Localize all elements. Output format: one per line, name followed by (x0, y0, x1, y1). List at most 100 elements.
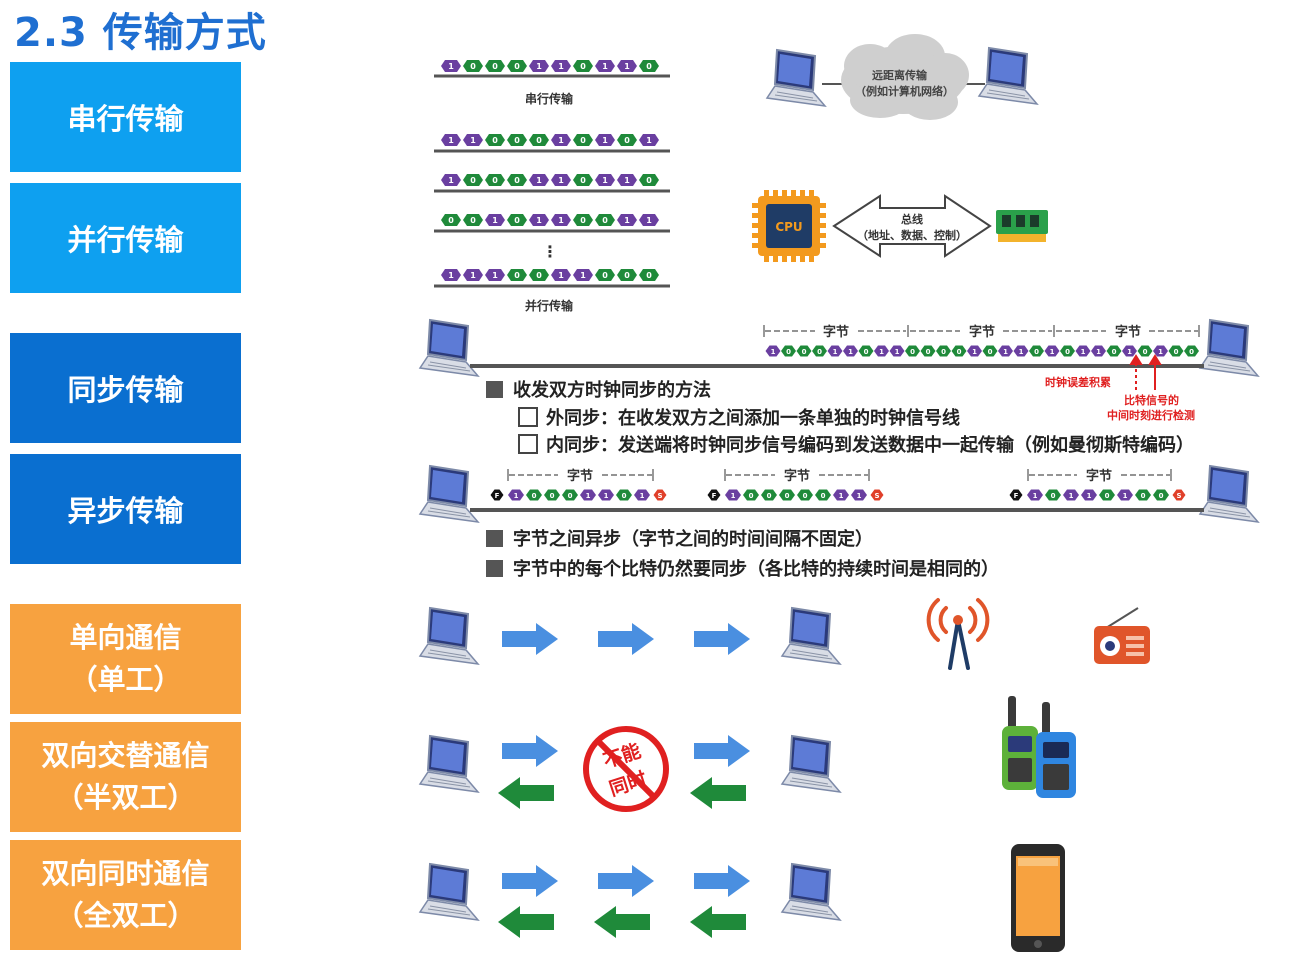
svg-text:0: 0 (602, 271, 608, 280)
check-note-line2: 中间时刻进行检测 (1107, 409, 1195, 422)
svg-text:F: F (712, 492, 717, 500)
sync-option-external: 外同步：在收发双方之间添加一条单独的时钟信号线 (518, 404, 960, 430)
svg-text:1: 1 (833, 348, 838, 356)
sync-heading-text: 收发双方时钟同步的方法 (513, 380, 711, 401)
sidebar-item-full-duplex[interactable]: 双向同时通信（全双工） (10, 840, 241, 950)
bit-cell: 1 (1091, 345, 1106, 357)
svg-text:1: 1 (1033, 492, 1038, 500)
bit-cell: 0 (761, 489, 777, 501)
svg-text:1: 1 (602, 176, 608, 185)
svg-text:1: 1 (879, 348, 884, 356)
bit-cell: 0 (595, 214, 615, 226)
walkie-talkie-icon (1002, 696, 1076, 798)
svg-text:0: 0 (957, 348, 962, 356)
sidebar-item-label: 单向通信 (69, 621, 182, 654)
sidebar-item-label: 异步传输 (67, 494, 184, 528)
bit-cell: 1 (1013, 345, 1029, 357)
check-note-line1: 比特信号的 (1124, 394, 1179, 407)
serial-label: 串行传输 (525, 92, 574, 106)
bit-cell: 1 (617, 174, 637, 186)
bit-cell: 0 (573, 214, 593, 226)
sidebar-item-label: 串行传输 (67, 102, 184, 136)
svg-text:1: 1 (731, 492, 736, 500)
bit-cell: 1 (441, 174, 461, 186)
svg-text:1: 1 (492, 216, 498, 225)
svg-text:1: 1 (586, 492, 591, 500)
bit-cell: 1 (551, 174, 571, 186)
svg-text:1: 1 (558, 216, 564, 225)
sidebar-item-async[interactable]: 异步传输 (10, 454, 241, 564)
bit-cell: 1 (485, 214, 505, 226)
svg-text:1: 1 (646, 216, 652, 225)
sidebar-item-sync[interactable]: 同步传输 (10, 333, 241, 443)
svg-text:0: 0 (514, 176, 520, 185)
bit-cell: 0 (1168, 345, 1184, 357)
svg-text:0: 0 (492, 62, 498, 71)
svg-text:0: 0 (817, 348, 822, 356)
sidebar-item-simplex[interactable]: 单向通信（单工） (10, 604, 241, 714)
bit-cell: 1 (843, 345, 858, 357)
bit-cell: 1 (1081, 489, 1097, 501)
svg-text:1: 1 (558, 176, 564, 185)
svg-text:S: S (874, 492, 879, 500)
bit-cell: 0 (639, 174, 659, 186)
laptop-icon (781, 735, 841, 793)
svg-text:1: 1 (848, 348, 853, 356)
svg-text:0: 0 (646, 62, 652, 71)
bit-cell: 1 (998, 345, 1013, 357)
sync-option-internal: 内同步：发送端将时钟同步信号编码到发送数据中一起传输（例如曼彻斯特编码） (518, 431, 1194, 457)
svg-text:1: 1 (448, 271, 454, 280)
svg-text:1: 1 (536, 216, 542, 225)
sidebar-item-half-duplex[interactable]: 双向交替通信（半双工） (10, 722, 241, 832)
sidebar-item-sublabel: （全双工） (55, 899, 196, 932)
bit-cell: 1 (463, 134, 483, 146)
svg-text:1: 1 (1019, 348, 1024, 356)
bit-cell: 0 (485, 134, 505, 146)
bit-cell: 0 (1153, 489, 1169, 501)
sidebar-item-parallel[interactable]: 并行传输 (10, 183, 241, 293)
detect-arrows (1129, 354, 1162, 390)
svg-text:0: 0 (492, 136, 498, 145)
bit-cell: 0 (441, 214, 461, 226)
svg-text:0: 0 (802, 348, 807, 356)
byte-label: 字节 (823, 324, 849, 340)
bit-cell: 0 (507, 269, 527, 281)
bit-cell: 0 (616, 489, 632, 501)
byte-label: 字节 (969, 324, 995, 340)
bit-cell: 1 (551, 134, 571, 146)
svg-text:1: 1 (1087, 492, 1092, 500)
bit-cell: 0 (796, 345, 812, 357)
svg-text:0: 0 (622, 492, 627, 500)
bit-cell: 0 (573, 174, 593, 186)
left-arrow-icon (594, 906, 650, 938)
svg-text:0: 0 (514, 216, 520, 225)
svg-text:1: 1 (972, 348, 977, 356)
svg-text:1: 1 (771, 348, 776, 356)
svg-text:1: 1 (1050, 348, 1055, 356)
bit-cell: 0 (1106, 345, 1122, 357)
bit-cell: 1 (551, 269, 571, 281)
bit-cell: 0 (573, 134, 593, 146)
bit-cell: 1 (1075, 345, 1091, 357)
sidebar-item-serial[interactable]: 串行传输 (10, 62, 241, 172)
bit-cell: 1 (639, 134, 659, 146)
bit-cell: 1 (529, 60, 549, 72)
svg-text:0: 0 (602, 216, 608, 225)
svg-text:0: 0 (864, 348, 869, 356)
right-arrow-icon (502, 735, 558, 767)
checkbox[interactable] (518, 434, 538, 454)
svg-text:0: 0 (785, 492, 790, 500)
svg-text:0: 0 (988, 348, 993, 356)
svg-text:1: 1 (1003, 348, 1008, 356)
svg-text:0: 0 (767, 492, 772, 500)
bullet-square (486, 560, 503, 577)
bit-cell: 0 (1137, 345, 1153, 357)
bit-cell: 0 (812, 345, 827, 357)
svg-text:0: 0 (1051, 492, 1056, 500)
cloud-label-line2: （例如计算机网络） (855, 85, 954, 98)
checkbox[interactable] (518, 407, 538, 427)
svg-text:0: 0 (1159, 492, 1164, 500)
svg-text:1: 1 (1069, 492, 1074, 500)
